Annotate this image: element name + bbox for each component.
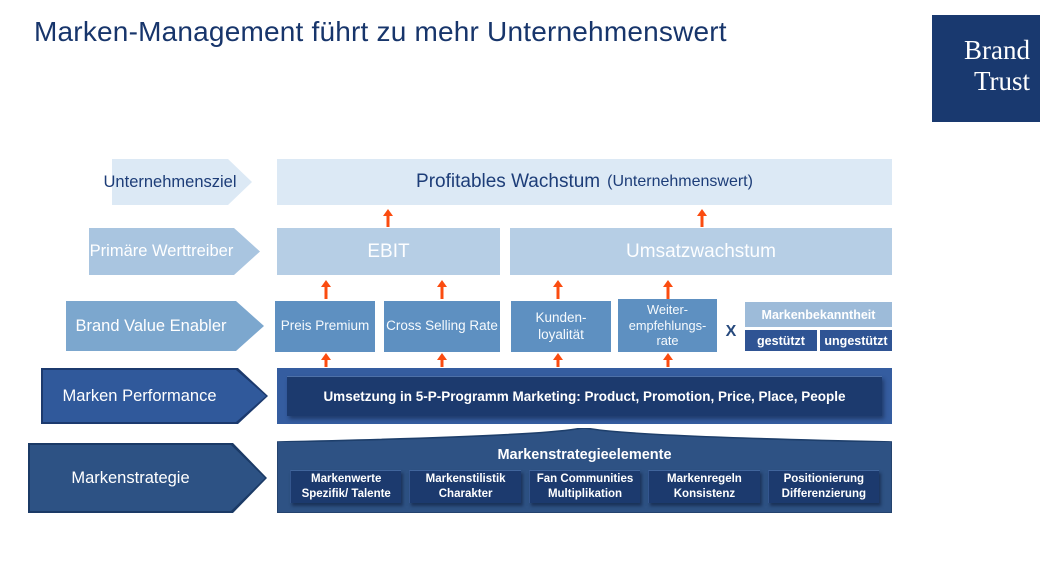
chevron-shape (41, 368, 268, 424)
chevron-shape (28, 443, 267, 513)
element-positionierung: Positionierung Differenzierung (767, 470, 880, 503)
up-arrow-icon (436, 280, 447, 299)
element-line: Multiplikation (547, 488, 623, 500)
element-line: Markenregeln (667, 473, 742, 486)
chevron-label: Markenstrategie (71, 468, 190, 487)
box-cross-selling-rate: Cross Selling Rate (384, 301, 500, 352)
element-line: Fan Communities (536, 473, 634, 486)
box-preis-premium: Preis Premium (275, 301, 375, 352)
box-label-line: loyalität (538, 326, 584, 342)
brand-trust-logo: Brand Trust (932, 15, 1040, 122)
up-arrow-icon (436, 353, 447, 367)
box-umsetzung-5p: Umsetzung in 5-P-Programm Marketing: Pro… (287, 376, 882, 416)
element-markenstilistik: Markenstilistik Charakter (409, 470, 521, 503)
box-gestuetzt: gestützt (745, 330, 817, 351)
chevron-markenstrategie: Markenstrategie (28, 443, 267, 513)
element-line: Differenzierung (781, 488, 866, 500)
logo-line-2: Trust (973, 65, 1030, 96)
up-arrow-icon (662, 353, 673, 367)
box-markenstrategie-container: Markenstrategieelemente Markenwerte Spez… (277, 442, 892, 513)
box-label: Preis Premium (280, 318, 370, 334)
up-arrow-icon (552, 353, 563, 367)
box-profitables-wachstum: Profitables Wachstum (Unternehmenswert) (277, 159, 892, 205)
up-arrow-icon (320, 280, 331, 299)
element-markenregeln: Markenregeln Konsistenz (648, 470, 760, 503)
logo-line-1: Brand (964, 35, 1030, 65)
box-label: ungestützt (824, 333, 888, 348)
box-ungestuetzt: ungestützt (820, 330, 892, 351)
box-label: Umsetzung in 5-P-Programm Marketing: Pro… (323, 389, 846, 404)
box-label-line: empfehlungs- (628, 317, 707, 333)
element-line: Spezifik/ Talente (301, 488, 391, 500)
box-label: Markenbekanntheit (761, 307, 876, 322)
box-main-text: Profitables Wachstum (416, 171, 601, 192)
multiply-symbol: X (721, 323, 741, 341)
box-weiterempfehlungsrate: Weiter- empfehlungs- rate (618, 299, 717, 352)
element-line: Markenwerte (311, 473, 382, 486)
chevron-brand-value-enabler: Brand Value Enabler (66, 301, 264, 351)
chevron-primaere-werttreiber: Primäre Werttreiber (89, 228, 260, 275)
up-arrow-icon (552, 280, 563, 299)
box-label-line: Kunden- (535, 310, 587, 326)
chevron-label: Primäre Werttreiber (89, 242, 234, 260)
element-line: Markenstilistik (425, 473, 506, 486)
multiply-label: X (725, 323, 737, 340)
box-label-line: Weiter- (646, 302, 688, 318)
box-label: EBIT (367, 240, 410, 262)
box-marken-performance-frame: Umsetzung in 5-P-Programm Marketing: Pro… (277, 368, 892, 424)
chevron-label: Marken Performance (62, 386, 217, 405)
up-arrow-icon (320, 353, 331, 367)
chevron-label: Brand Value Enabler (75, 316, 227, 335)
chevron-shape (66, 301, 264, 351)
chevron-shape (112, 159, 252, 205)
box-kundenloyalitaet: Kunden- loyalität (511, 301, 611, 352)
box-markenbekanntheit: Markenbekanntheit (745, 302, 892, 327)
up-arrow-icon (382, 209, 393, 227)
up-arrow-icon (696, 209, 707, 227)
markenstrategie-elements-row: Markenwerte Spezifik/ Talente Markenstil… (278, 470, 891, 503)
chevron-label: Unternehmensziel (103, 172, 237, 191)
element-markenwerte: Markenwerte Spezifik/ Talente (290, 470, 402, 503)
chevron-unternehmensziel: Unternehmensziel (104, 159, 252, 205)
element-line: Positionierung (783, 473, 865, 486)
box-umsatzwachstum: Umsatzwachstum (510, 228, 892, 275)
up-arrow-icon (662, 280, 673, 299)
box-label-line: rate (656, 333, 679, 349)
box-suffix-text: (Unternehmenswert) (607, 173, 753, 190)
page-title: Marken-Management führt zu mehr Unterneh… (34, 16, 727, 47)
chevron-marken-performance: Marken Performance (41, 368, 268, 424)
box-label: Cross Selling Rate (386, 318, 498, 334)
markenstrategie-peak-shape (277, 428, 892, 442)
markenstrategie-header: Markenstrategieelemente (497, 447, 672, 463)
box-label: Umsatzwachstum (626, 240, 776, 262)
element-fan-communities: Fan Communities Multiplikation (528, 470, 641, 503)
element-line: Konsistenz (673, 488, 736, 500)
chevron-shape (89, 228, 260, 275)
box-ebit: EBIT (277, 228, 500, 275)
box-label: gestützt (757, 333, 805, 348)
element-line: Charakter (438, 488, 493, 500)
